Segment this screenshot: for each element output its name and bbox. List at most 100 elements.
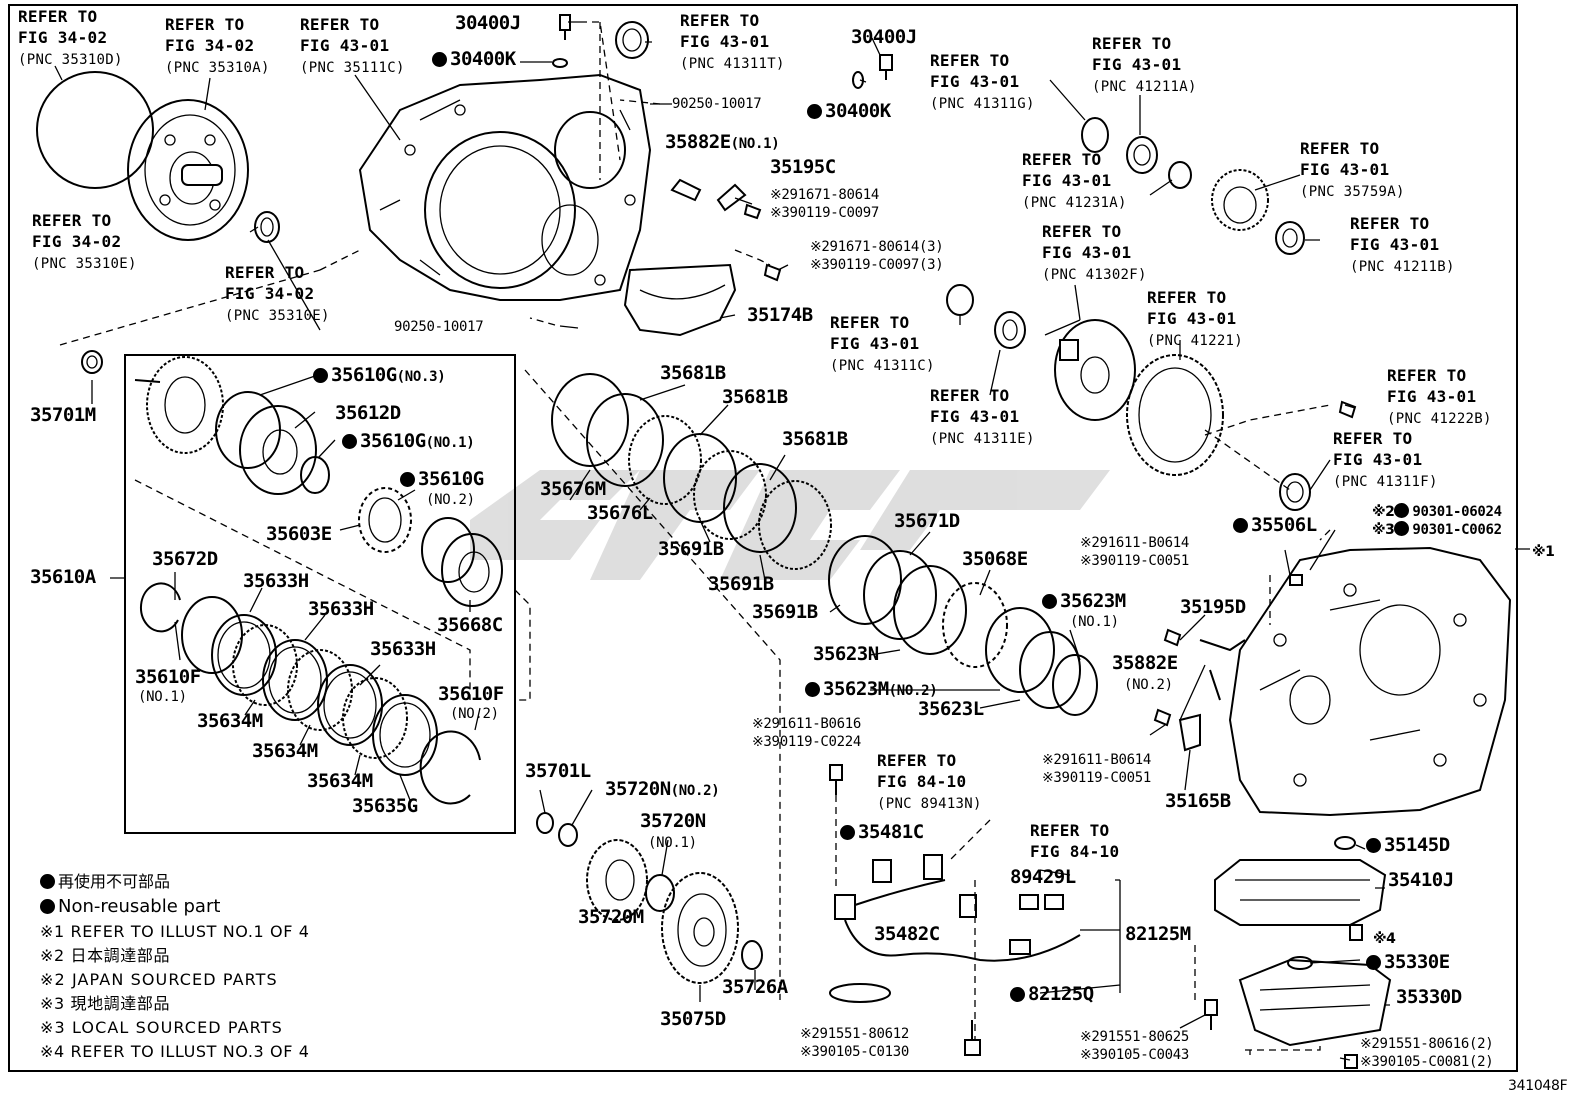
label-35691B-1: 35691B xyxy=(658,538,724,560)
label-390119-C0097-3: ※390119-C0097(3) xyxy=(810,257,944,273)
washer-35720N-no2 xyxy=(558,823,578,847)
label-82125M: 82125M xyxy=(1125,923,1191,945)
ref-41222B: REFER TO FIG 43-01(PNC 41222B) xyxy=(1387,366,1492,427)
ref-41302F: REFER TO FIG 43-01(PNC 41302F) xyxy=(1042,222,1147,283)
label-35633H-3: 35633H xyxy=(370,638,436,660)
wire-harness-82125M xyxy=(834,879,1081,962)
label-35720M: 35720M xyxy=(578,906,644,928)
sensor-35481C xyxy=(872,859,892,883)
gear-35720M xyxy=(586,839,648,921)
label-35720N-no1-sub: (NO.1) xyxy=(648,835,697,851)
ref-84-10: REFER TO FIG 84-10 xyxy=(1030,821,1120,861)
bolt-291611-B0614-upper xyxy=(1163,628,1182,647)
legend-note-3-jp: ※3 現地調達部品 xyxy=(40,994,171,1013)
label-291611-B0614-bottom: ※291611-B0614 xyxy=(1042,752,1151,768)
ref-35310E-center: REFER TO FIG 34-02(PNC 35310E) xyxy=(225,263,330,324)
label-35671D: 35671D xyxy=(894,510,960,532)
label-390105-C0130: ※390105-C0130 xyxy=(800,1044,909,1060)
washer-35701L xyxy=(536,812,554,834)
snap-ring-35610F-no1 xyxy=(140,582,181,633)
snap-ring-35610F-no2 xyxy=(419,730,481,805)
label-35068E: 35068E xyxy=(962,548,1028,570)
brake-pack-2 xyxy=(828,535,1098,716)
gear-35075D xyxy=(661,872,739,984)
diagram-code: 341048F xyxy=(1508,1078,1568,1094)
label-390119-C0224: ※390119-C0224 xyxy=(752,734,861,750)
label-35165B: 35165B xyxy=(1165,790,1231,812)
label-35410J: 35410J xyxy=(1388,869,1454,891)
gasket-35330E xyxy=(1287,956,1313,970)
tube-35195D xyxy=(1199,639,1246,701)
o-ring-35610G-no1 xyxy=(300,456,330,494)
label-35610G-no2-sub: (NO.2) xyxy=(426,492,475,508)
transaxle-case xyxy=(1228,546,1512,817)
label-35610G-no3: 35610G(NO.3) xyxy=(313,366,446,385)
label-35075D: 35075D xyxy=(660,1008,726,1030)
label-30400J-right: 30400J xyxy=(851,26,917,48)
label-90250-10017-bottom: 90250-10017 xyxy=(394,319,484,335)
ref-41311E: REFER TO FIG 43-01(PNC 41311E) xyxy=(930,386,1035,447)
clutch-drum-35610G xyxy=(134,356,224,454)
seal-41311F xyxy=(1279,473,1311,511)
bracket-35165B xyxy=(1178,713,1201,752)
label-291671-80614: ※291671-80614 xyxy=(770,187,879,203)
bracket-35882E xyxy=(670,178,702,202)
brake-plates-35681B xyxy=(551,373,832,570)
label-291551-80612: ※291551-80612 xyxy=(800,1026,909,1042)
label-35633H-2: 35633H xyxy=(308,598,374,620)
gear-35759A xyxy=(1211,169,1269,231)
seal-41311G xyxy=(1081,117,1109,153)
label-35634M-1: 35634M xyxy=(197,710,263,732)
label-35623N: 35623N xyxy=(813,643,879,665)
bearing-41311E xyxy=(994,311,1026,349)
bearing-41211B xyxy=(1275,221,1305,255)
label-35623L: 35623L xyxy=(918,698,984,720)
ref-41211B: REFER TO FIG 43-01(PNC 41211B) xyxy=(1350,214,1455,275)
seal-41311C xyxy=(946,284,974,316)
label-35720N-no1: 35720N xyxy=(640,810,706,832)
bolt-291611-B0616 xyxy=(829,764,843,795)
differential-41302F xyxy=(1054,319,1136,421)
retainer-35668C xyxy=(441,533,503,607)
label-35623M-no1-sub: (NO.1) xyxy=(1070,614,1119,630)
label-390119-C0051-bottom: ※390119-C0051 xyxy=(1042,770,1151,786)
label-30400K-right: 30400K xyxy=(807,102,891,121)
spring-35603E xyxy=(358,487,412,553)
label-35610G-no2: 35610G xyxy=(400,470,484,489)
label-35672D: 35672D xyxy=(152,548,218,570)
label-35882E-no2-sub: (NO.2) xyxy=(1124,677,1173,693)
label-35145D: 35145D xyxy=(1366,836,1450,855)
oil-pump-35310A xyxy=(127,99,249,241)
legend-note-4: ※4 REFER TO ILLUST NO.3 OF 4 xyxy=(40,1042,310,1061)
label-35623M-no2: 35623M(NO.2) xyxy=(805,680,938,699)
bolt-41222B xyxy=(1338,400,1357,419)
label-35882E-no2: 35882E xyxy=(1112,652,1178,674)
legend-note-2-en: ※2 JAPAN SOURCED PARTS xyxy=(40,970,278,989)
legend-note-2-jp: ※2 日本調達部品 xyxy=(40,946,171,965)
label-35330D: 35330D xyxy=(1396,986,1462,1008)
plug-35506L xyxy=(1289,574,1303,586)
bolt-291551-80616 xyxy=(1344,1054,1358,1069)
ref-41211A: REFER TO FIG 43-01(PNC 41211A) xyxy=(1092,34,1197,95)
label-82125Q: 82125Q xyxy=(1010,985,1094,1004)
label-kome-4: ※4 xyxy=(1373,931,1396,947)
label-35633H-1: 35633H xyxy=(243,570,309,592)
plate-35634M-1 xyxy=(232,624,298,706)
clutch-assembly-box xyxy=(124,354,516,834)
o-ring-35610G-no3 xyxy=(215,391,281,469)
label-291551-80616-2: ※291551-80616(2) xyxy=(1360,1036,1494,1052)
seal-35310E xyxy=(254,211,280,243)
label-35610F-no2: 35610F xyxy=(438,683,504,705)
label-35635G: 35635G xyxy=(352,795,418,817)
label-35195C: 35195C xyxy=(770,156,836,178)
label-35634M-2: 35634M xyxy=(252,740,318,762)
bearing-35720N-no1 xyxy=(645,874,675,912)
label-35610F-no1-sub: (NO.1) xyxy=(138,689,187,705)
ref-89413N: REFER TO FIG 84-10(PNC 89413N) xyxy=(877,751,982,812)
legend-non-reusable-jp: 再使用不可部品 xyxy=(40,874,170,890)
bolt-valve-body xyxy=(1349,924,1363,941)
label-35481C: 35481C xyxy=(840,823,924,842)
bolt-291671-3 xyxy=(763,263,782,282)
o-ring-35310D xyxy=(36,71,154,189)
